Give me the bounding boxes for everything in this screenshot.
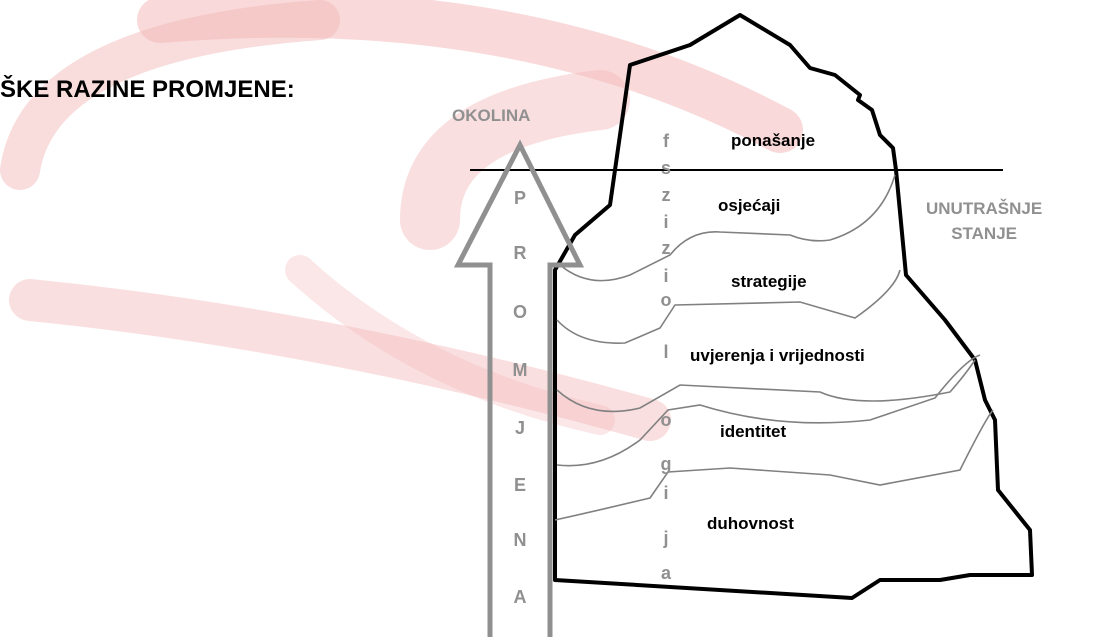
physiology-letter: g: [660, 454, 672, 474]
physiology-letter: i: [663, 266, 669, 286]
level-identity: identitet: [720, 422, 787, 441]
iceberg-outline: [553, 13, 1034, 600]
level-beliefs-values: uvjerenja i vrijednosti: [690, 346, 865, 365]
internal-state-line-1: UNUTRAŠNJE: [926, 199, 1043, 218]
physiology-letter: a: [660, 563, 671, 583]
physiology-letter: z: [661, 238, 671, 258]
arrow-letter: J: [514, 418, 525, 438]
arrow-letter: R: [513, 243, 527, 263]
physiology-letter: j: [663, 528, 669, 548]
physiology-letter: z: [661, 185, 671, 205]
arrow-letter: P: [513, 188, 526, 208]
physiology-letter: f: [663, 131, 669, 151]
internal-state-label: UNUTRAŠNJE STANJE: [926, 196, 1042, 246]
arrow-letter: M: [512, 360, 528, 380]
arrow-letter: O: [512, 302, 527, 322]
environment-label: OKOLINA: [452, 106, 531, 125]
arrow-letter: A: [513, 587, 527, 607]
physiology-letter: i: [663, 212, 669, 232]
page-title: ŠKE RAZINE PROMJENE:: [0, 76, 295, 103]
level-separators: [554, 174, 994, 521]
arrow-letter: N: [513, 530, 527, 550]
level-spirituality: duhovnost: [707, 514, 794, 533]
internal-state-line-2: STANJE: [951, 224, 1017, 243]
physiology-letter: l: [663, 342, 669, 362]
physiology-letter: o: [660, 290, 672, 310]
watermark-swirl: [0, 0, 803, 441]
level-behavior: ponašanje: [731, 131, 816, 150]
physiology-letter: o: [660, 410, 672, 430]
physiology-letter: s: [660, 158, 671, 178]
level-strategies: strategije: [731, 272, 807, 291]
level-feelings: osjećaji: [718, 196, 781, 215]
physiology-letter: i: [663, 483, 669, 503]
arrow-letter: E: [513, 475, 526, 495]
change-arrow: [453, 139, 585, 637]
